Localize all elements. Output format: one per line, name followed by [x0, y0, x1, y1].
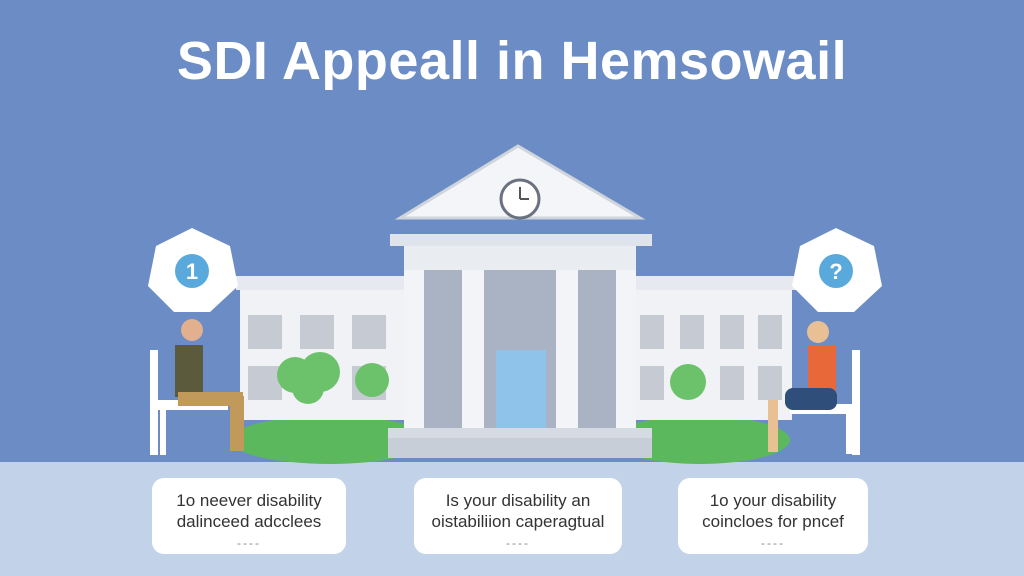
page-title: SDI Appeall in Hemsowail: [176, 31, 848, 91]
info-card: Is your disability an oistabiliion caper…: [414, 478, 622, 554]
grass-left: [230, 416, 430, 464]
speech-bubble-left: 1: [148, 228, 238, 312]
card-dash: ----: [761, 536, 785, 550]
center-building: [388, 144, 652, 458]
grass-right: [610, 416, 790, 464]
clock-icon: [499, 178, 541, 220]
speech-bubble-right: ?: [792, 228, 882, 312]
tree-icon: [277, 352, 706, 404]
card-dash: ----: [237, 536, 261, 550]
right-wing: [636, 276, 796, 420]
card-line: oistabiliion caperagtual: [431, 512, 605, 531]
left-wing: [236, 276, 406, 420]
card-dash: ----: [506, 536, 530, 550]
card-line: dalinceed adcclees: [176, 512, 322, 531]
info-card: 1o your disability coincloes for pncef -…: [678, 478, 868, 554]
info-card: 1o neever disability dalinceed adcclees …: [152, 478, 346, 554]
woman-figure: [768, 321, 860, 455]
card-line: 1o your disability: [709, 491, 837, 510]
card-line: Is your disability an: [445, 491, 591, 510]
bubble-right-text: ?: [829, 259, 842, 284]
card-line: coincloes for pncef: [702, 512, 844, 531]
man-figure: [150, 319, 244, 455]
card-line: 1o neever disability: [176, 491, 322, 510]
bubble-left-text: 1: [186, 259, 198, 284]
door: [496, 350, 546, 430]
